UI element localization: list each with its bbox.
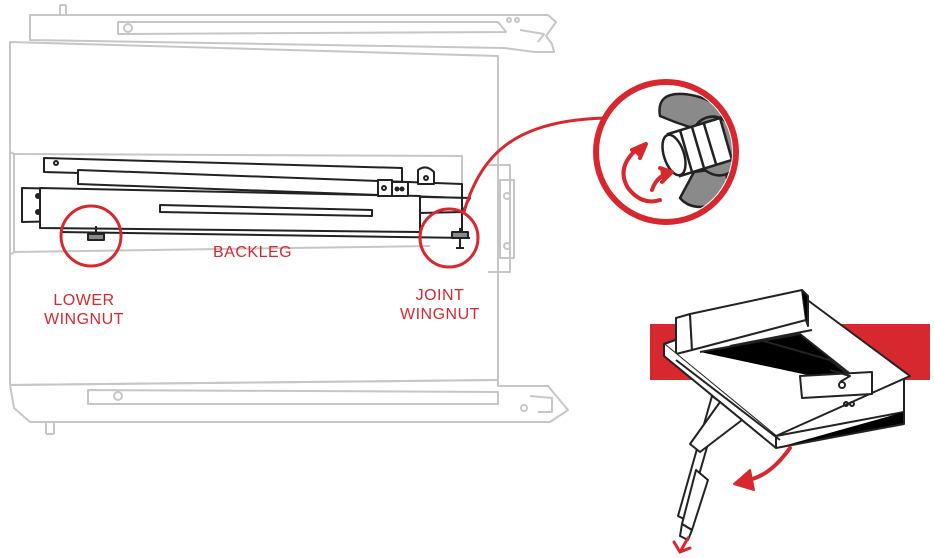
lower-wingnut-callout <box>59 204 123 268</box>
bolt-end <box>661 116 732 178</box>
wingnut-zoom-view <box>593 79 739 225</box>
rotate-arrows-icon <box>621 142 674 204</box>
main-panel <box>9 41 515 386</box>
folding-leg <box>677 395 743 541</box>
joint-wingnut-label: JOINT WINGNUT <box>400 287 480 323</box>
lower-wingnut-label: LOWER WINGNUT <box>44 292 124 328</box>
backleg-label: BACKLEG <box>213 244 293 261</box>
joint-wingnut-callout <box>418 207 480 269</box>
top-side-rail <box>29 4 557 53</box>
bottom-side-rail <box>9 379 569 435</box>
arrow-down-icon <box>672 536 692 554</box>
backleg-assembly <box>21 157 471 249</box>
curved-arrow-head <box>733 469 755 491</box>
zoom-leader-line <box>462 116 607 213</box>
folding-tray <box>650 289 930 449</box>
curved-arrow-icon <box>746 446 792 482</box>
